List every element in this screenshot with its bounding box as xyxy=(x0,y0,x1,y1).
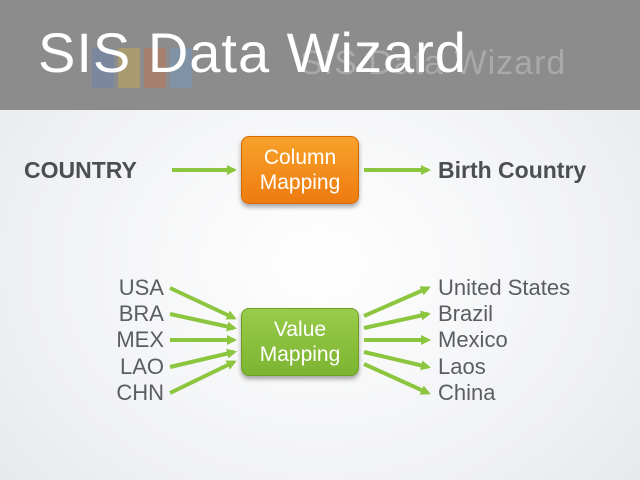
arrow-chn-in xyxy=(169,360,237,395)
source-value-usa: USA xyxy=(118,275,164,300)
value-mapping-line2: Mapping xyxy=(259,343,341,366)
source-value-chn: CHN xyxy=(116,380,164,405)
target-column-label: Birth Country xyxy=(438,157,587,183)
title-bar: SIS Data Wizard SIS Data Wizard xyxy=(0,0,640,110)
arrow-china-out xyxy=(363,362,431,395)
arrow-usa-in xyxy=(169,286,237,320)
column-mapping-line1: Column xyxy=(263,146,337,169)
arrow-united-states-out xyxy=(363,286,431,318)
source-value-bra: BRA xyxy=(118,301,164,326)
arrow-bra-in xyxy=(169,312,237,332)
target-value-china: China xyxy=(438,380,496,405)
target-value-brazil: Brazil xyxy=(438,301,494,326)
source-value-lao: LAO xyxy=(119,354,164,379)
column-mapping-box: Column Mapping xyxy=(241,136,359,204)
slide-title: SIS Data Wizard xyxy=(38,21,467,84)
column-mapping-line2: Mapping xyxy=(259,171,341,194)
value-mapping-line1: Value xyxy=(273,318,327,341)
target-value-mexico: Mexico xyxy=(438,327,508,352)
value-mapping-box: Value Mapping xyxy=(241,308,359,376)
background-title-text: SIS Data Wizard xyxy=(300,44,567,82)
arrow-brazil-out xyxy=(363,310,431,330)
arrow-lao-in xyxy=(169,348,237,369)
source-value-mex: MEX xyxy=(116,327,164,352)
background-logo xyxy=(92,48,242,92)
arrow-laos-out xyxy=(363,350,431,371)
target-value-united-states: United States xyxy=(438,275,571,300)
target-value-laos: Laos xyxy=(438,354,486,379)
source-column-label: COUNTRY xyxy=(24,157,137,183)
